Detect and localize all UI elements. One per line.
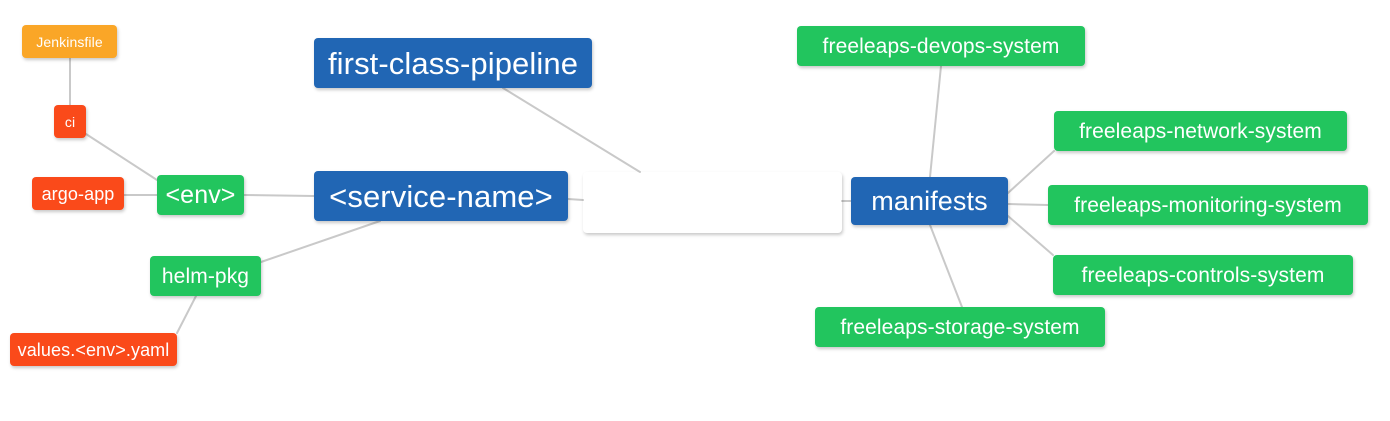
node-devops[interactable]: freeleaps-devops-system	[797, 26, 1085, 66]
edge-ci-to-env	[85, 133, 158, 181]
node-controls[interactable]: freeleaps-controls-system	[1053, 255, 1353, 295]
node-argo-app[interactable]: argo-app	[32, 177, 124, 210]
node-values-yaml[interactable]: values.<env>.yaml	[10, 333, 177, 366]
edge-service-name-to-freeleaps-ops	[567, 198, 584, 201]
node-ci[interactable]: ci	[54, 105, 86, 138]
node-network[interactable]: freeleaps-network-system	[1054, 111, 1347, 151]
node-helm-pkg[interactable]: helm-pkg	[150, 256, 261, 296]
edge-manifests-to-storage	[929, 224, 963, 308]
node-first-class[interactable]: first-class-pipeline	[314, 38, 592, 88]
node-service-name[interactable]: <service-name>	[314, 171, 568, 221]
edge-env-to-service-name	[243, 194, 315, 197]
node-env[interactable]: <env>	[157, 175, 244, 215]
node-jenkinsfile[interactable]: Jenkinsfile	[22, 25, 117, 58]
edge-manifests-to-devops	[929, 65, 942, 178]
node-manifests[interactable]: manifests	[851, 177, 1008, 225]
node-freeleaps-ops[interactable]: freeleaps-ops	[583, 172, 842, 233]
edge-helm-pkg-to-service-name	[260, 220, 381, 263]
node-storage[interactable]: freeleaps-storage-system	[815, 307, 1105, 347]
node-monitoring[interactable]: freeleaps-monitoring-system	[1048, 185, 1368, 225]
edge-first-class-to-freeleaps-ops	[502, 87, 641, 173]
edge-manifests-to-controls	[1007, 215, 1054, 256]
edge-values.yaml-to-helm-pkg	[176, 295, 197, 334]
edge-manifests-to-monitoring	[1007, 203, 1049, 206]
edge-manifests-to-network	[1007, 150, 1055, 194]
